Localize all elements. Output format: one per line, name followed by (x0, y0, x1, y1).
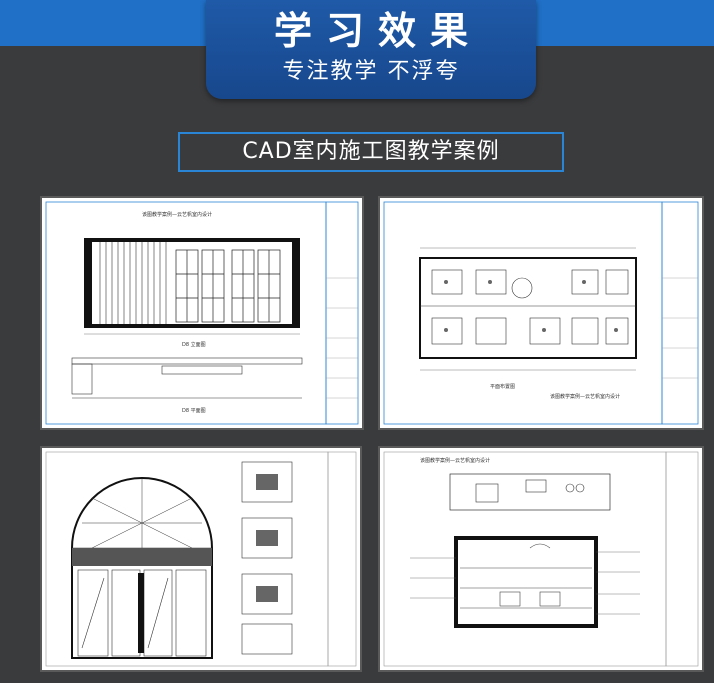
caption-project: 该图教学案例—云艺帆室内设计 (550, 393, 620, 400)
cad-drawing-kitchen: 该图教学案例—云艺帆室内设计 (378, 446, 704, 672)
section-title: CAD室内施工图教学案例 (178, 132, 564, 172)
caption-elevation: D8 立面图 (182, 341, 206, 348)
caption-plan: D8 平面图 (182, 408, 206, 414)
cad-drawing-elevation: 该图教学案例—云艺帆室内设计 D8 立面图 (40, 196, 364, 430)
caption-floor-plan: 平面布置图 (490, 383, 515, 390)
door-detail-svg (45, 451, 357, 667)
elevation-drawing-svg: 该图教学案例—云艺帆室内设计 D8 立面图 (45, 201, 359, 425)
banner-subtitle: 专注教学 不浮夸 (282, 59, 460, 84)
cad-drawing-floor-plan: 平面布置图 该图教学案例—云艺帆室内设计 (378, 196, 704, 430)
cad-drawing-door-detail (40, 446, 362, 672)
header-banner: 学习效果 专注教学 不浮夸 (206, 0, 536, 99)
floor-plan-svg: 平面布置图 该图教学案例—云艺帆室内设计 (383, 201, 699, 425)
caption-kitchen: 该图教学案例—云艺帆室内设计 (420, 457, 490, 464)
caption-top: 该图教学案例—云艺帆室内设计 (142, 211, 212, 218)
banner-title: 学习效果 (273, 9, 482, 53)
kitchen-drawing-svg: 该图教学案例—云艺帆室内设计 (383, 451, 699, 667)
